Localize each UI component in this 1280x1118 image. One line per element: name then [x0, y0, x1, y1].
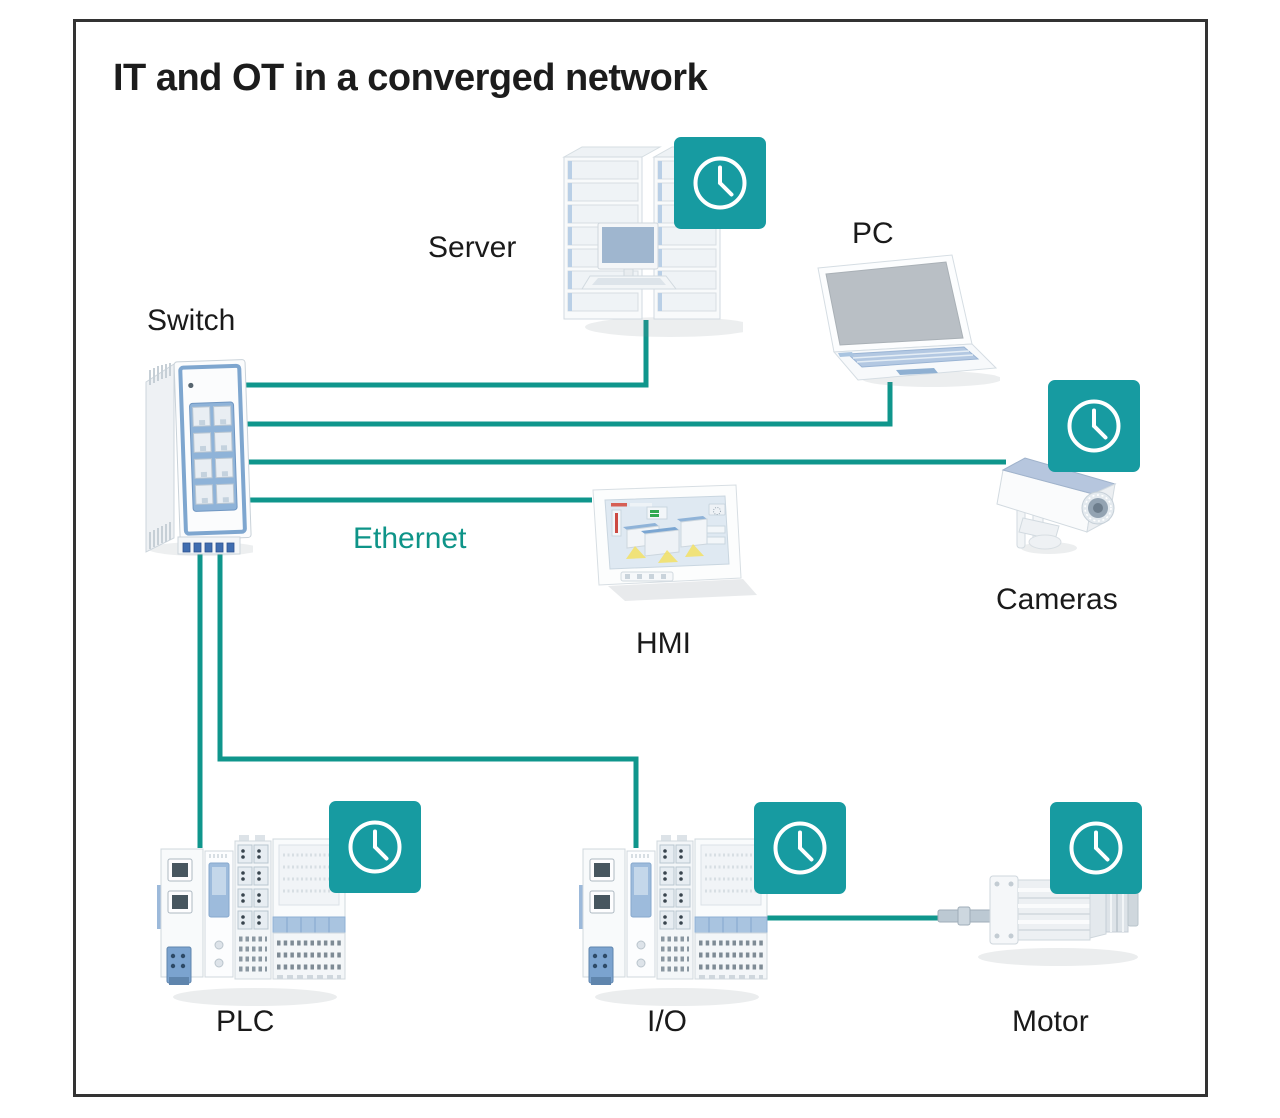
clock-icon [674, 137, 766, 229]
plc-illustration [157, 835, 346, 1006]
line-switch-io [217, 515, 639, 848]
camera-illustration [996, 457, 1117, 554]
clock-icon [329, 801, 421, 893]
clock-icon [1048, 380, 1140, 472]
switch-label: Switch [147, 304, 236, 337]
cameras-label: Cameras [996, 583, 1118, 616]
switch-illustration [145, 359, 253, 556]
line-switch-server [242, 320, 649, 388]
clock-icon [1050, 802, 1142, 894]
ethernet-label: Ethernet [353, 522, 467, 555]
io-label: I/O [647, 1005, 688, 1038]
line-switch-pc [242, 382, 893, 427]
plc-label: PLC [216, 1005, 275, 1038]
clock-icon [754, 802, 846, 894]
diagram-title: IT and OT in a converged network [113, 57, 708, 99]
server-label: Server [428, 231, 517, 264]
pc-illustration [817, 254, 1000, 387]
hmi-illustration [592, 484, 757, 601]
io-illustration [579, 835, 768, 1006]
motor-label: Motor [1012, 1005, 1089, 1038]
server-illustration [562, 146, 743, 337]
motor-illustration [937, 875, 1139, 966]
pc-label: PC [852, 217, 894, 250]
hmi-label: HMI [636, 627, 691, 660]
